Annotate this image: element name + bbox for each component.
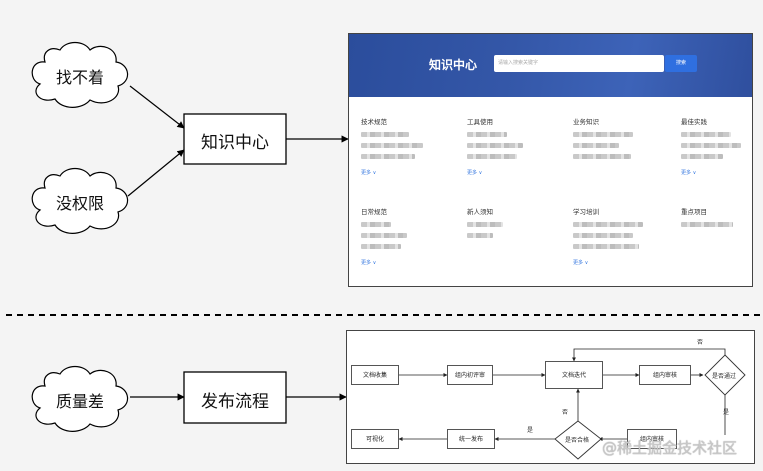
cloud-label-not-found: 找不着 [56, 68, 105, 87]
kc-category-title[interactable]: 最佳实践 [681, 118, 707, 126]
kc-category: 业务知识 [573, 116, 663, 159]
cloud-shape-top-1 [31, 41, 129, 108]
kc-category-title[interactable]: 重点项目 [681, 208, 707, 216]
kc-category-title[interactable]: 日常规范 [361, 208, 387, 216]
arrow-cloud2-to-box [127, 149, 185, 197]
kc-category-title[interactable]: 新人须知 [467, 208, 493, 216]
publish-flow-lines [398, 348, 746, 460]
kc-category-title[interactable]: 学习培训 [573, 208, 599, 216]
kc-category-title[interactable]: 工具使用 [467, 118, 493, 126]
kc-header: 知识中心 请输入搜索关键字 搜索 [349, 34, 752, 97]
arrow-cloud1-to-box [129, 85, 185, 129]
kc-category: 新人须知 [467, 206, 557, 238]
decision-pass: 是否通过 [712, 373, 737, 380]
kc-category-title[interactable]: 技术规范 [361, 118, 387, 126]
kc-more-link[interactable]: 更多 ∨ [573, 260, 589, 266]
label-yes-right: 是 [723, 409, 730, 416]
label-no-left: 否 [562, 409, 569, 416]
kc-category: 日常规范 更多 ∨ [361, 206, 451, 266]
publish-flow-diagram: 文档收集 组内初评审 文档迭代 组内审核 是否通过 是否合格 统一发布 可视化 … [346, 330, 755, 464]
kc-more-link[interactable]: 更多 ∨ [467, 170, 483, 176]
node-doc-iterate: 文档迭代 [545, 361, 603, 389]
node-visualize: 可视化 [351, 429, 399, 449]
kc-category: 最佳实践 更多 ∨ [681, 116, 752, 176]
knowledge-center-screenshot: 知识中心 请输入搜索关键字 搜索 技术规范 更多 ∨ 工具使用 更多 ∨ 业务知… [348, 33, 753, 287]
cloud-label-no-permission: 没权限 [56, 194, 105, 213]
decision-qualified: 是否合格 [565, 437, 590, 444]
node-publish: 统一发布 [447, 429, 495, 449]
kc-search-input[interactable]: 请输入搜索关键字 [494, 55, 664, 72]
label-no-top: 否 [697, 339, 704, 346]
node-group-review: 组内审核 [639, 365, 691, 385]
node-first-review: 组内初评审 [447, 365, 493, 385]
cloud-label-poor-quality: 质量差 [56, 392, 105, 411]
kc-category: 技术规范 更多 ∨ [361, 116, 451, 176]
kc-more-link[interactable]: 更多 ∨ [361, 170, 377, 176]
kc-more-link[interactable]: 更多 ∨ [361, 260, 377, 266]
kc-category: 工具使用 更多 ∨ [467, 116, 557, 176]
cloud-shape-top-2 [31, 167, 129, 234]
cloud-shape-bottom [31, 365, 129, 432]
label-yes-bottom: 是 [527, 427, 534, 434]
kc-title: 知识中心 [429, 58, 478, 72]
kc-category: 学习培训 更多 ∨ [573, 206, 663, 266]
node-partial: 组内审核 [627, 429, 677, 449]
kc-category: 重点项目 [681, 206, 752, 227]
kc-search-button[interactable]: 搜索 [665, 55, 697, 72]
box-publish-flow [183, 371, 287, 424]
kc-category-title[interactable]: 业务知识 [573, 118, 599, 126]
box-label-publish-flow: 发布流程 [201, 392, 269, 412]
kc-more-link[interactable]: 更多 ∨ [681, 170, 697, 176]
box-knowledge-center [183, 113, 287, 165]
node-doc-collect: 文档收集 [351, 365, 399, 385]
watermark: @稀土掘金技术社区 [602, 439, 738, 457]
box-label-knowledge-center: 知识中心 [201, 133, 269, 153]
